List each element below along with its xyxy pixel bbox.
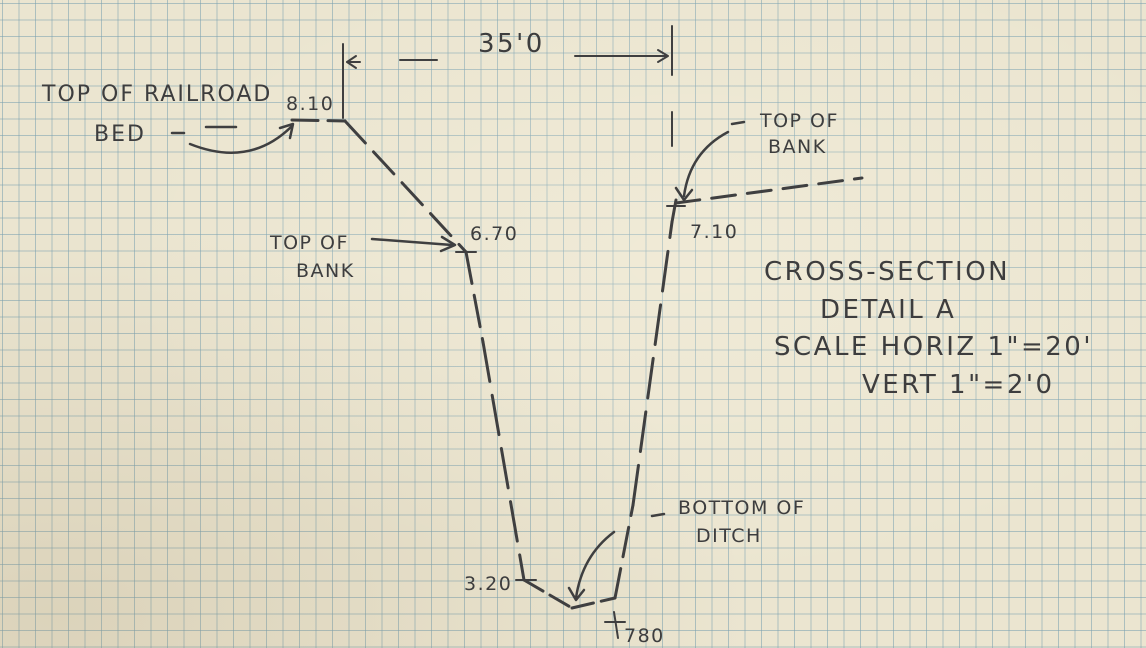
left-bank-profile — [290, 118, 574, 610]
label-bottom-of-ditch-2: DITCH — [696, 525, 762, 547]
dimension-35ft: 35'0 — [342, 25, 673, 147]
title-detail-a: DETAIL A — [820, 295, 956, 325]
label-top-of-railroad: TOP OF RAILROAD — [41, 82, 272, 107]
leader-railroad-bed — [170, 122, 295, 154]
label-top-of-bank-right-1: TOP OF — [759, 110, 839, 132]
label-bed: BED — [94, 122, 146, 147]
label-bottom-of-ditch-1: BOTTOM OF — [678, 497, 805, 519]
elevation-ditch-toe: 3.20 — [464, 573, 512, 595]
label-top-of-bank-left-2: BANK — [296, 260, 355, 282]
leader-top-of-bank-left — [370, 235, 457, 253]
title-scale-vert: VERT 1"=2'0 — [862, 370, 1055, 400]
dimension-label: 35'0 — [478, 29, 545, 59]
title-scale-horiz: SCALE HORIZ 1"=20' — [774, 332, 1093, 362]
label-top-of-bank-right-2: BANK — [768, 136, 827, 158]
elevation-left-bank: 6.70 — [470, 223, 518, 245]
elevation-ditch-bottom: 780 — [624, 625, 665, 647]
elevation-right-bank: 7.10 — [690, 221, 738, 243]
title-cross-section: CROSS-SECTION — [764, 257, 1010, 287]
leader-top-of-bank-right — [674, 120, 746, 202]
right-bank-profile — [570, 176, 864, 639]
label-top-of-bank-left-1: TOP OF — [269, 232, 349, 254]
elevation-railroad-bed: 8.10 — [286, 93, 334, 115]
leader-bottom-of-ditch — [567, 512, 666, 602]
